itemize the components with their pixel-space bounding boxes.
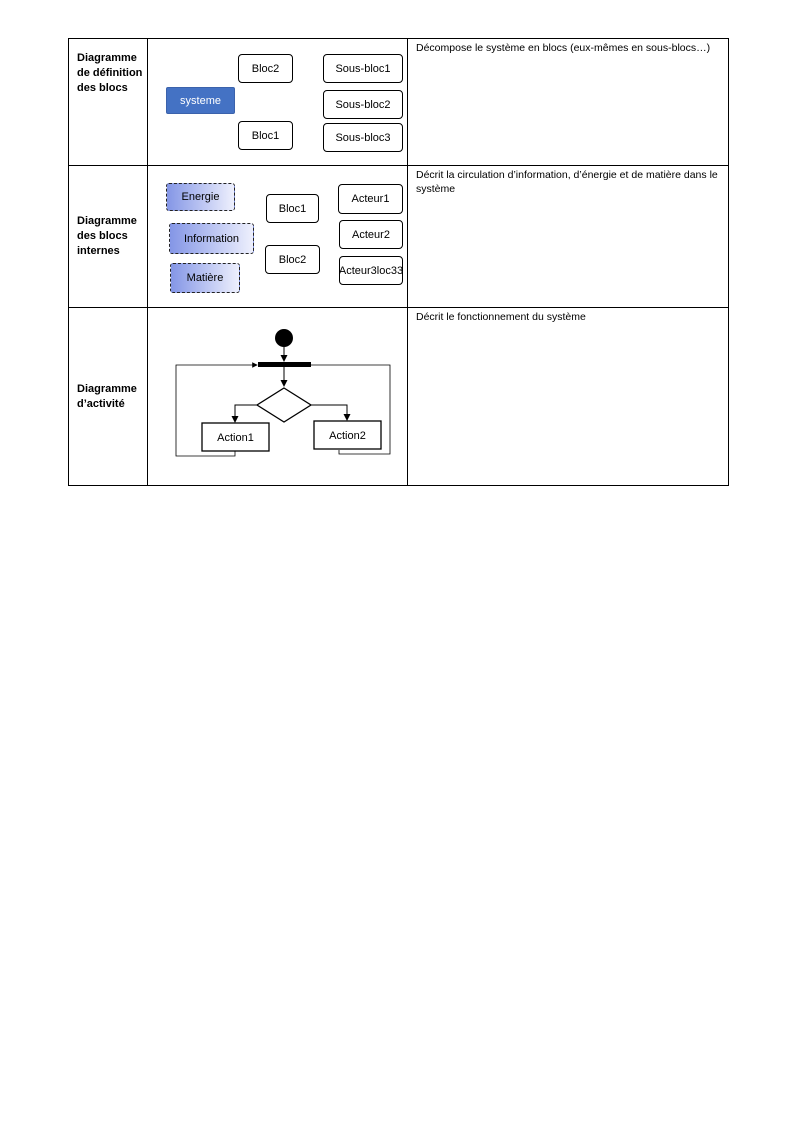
description-cell: Décrit la circulation d’information, d’é… [407, 165, 729, 308]
subblock-1: Sous-bloc1 [323, 54, 403, 83]
action-1 [201, 422, 270, 452]
row-description: Décrit le fonctionnement du système [416, 311, 586, 323]
flow-arrow [311, 404, 351, 421]
row-name: Diagramme d’activité [77, 382, 137, 410]
fork-bar [258, 362, 311, 367]
block-definition-diagram: systeme Bloc2 Bloc1 Sous-bloc1 Sous-bloc… [147, 38, 408, 166]
initial-node [275, 329, 293, 347]
activity-diagram-graphic: Action1 Action2 [175, 329, 391, 457]
row-name: Diagramme des blocs internes [77, 215, 137, 257]
decision-node [255, 387, 313, 423]
flow-matiere: Matière [170, 263, 240, 293]
diagram-table: Diagramme de définition des blocs system… [68, 38, 729, 486]
activity-diagram: Action1 Action2 [147, 307, 408, 486]
row-name-cell: Diagramme d’activité [68, 307, 148, 486]
row-name: Diagramme de définition des blocs [77, 52, 143, 94]
row-description: Décrit la circulation d’information, d’é… [416, 169, 718, 195]
flow-energie: Energie [166, 183, 235, 211]
description-cell: Décompose le système en blocs (eux-mêmes… [407, 38, 729, 166]
flow-information: Information [169, 223, 254, 254]
row-description: Décompose le système en blocs (eux-mêmes… [416, 42, 711, 54]
loop-flow [311, 364, 391, 455]
row-name-cell: Diagramme de définition des blocs [68, 38, 148, 166]
action-1-label: Action1 [217, 432, 254, 444]
row-name-cell: Diagramme des blocs internes [68, 165, 148, 308]
internal-block-diagram: Energie Information Matière Bloc1 Bloc2 … [147, 165, 408, 308]
subblock-3: Sous-bloc3 [323, 123, 403, 152]
actor-2: Acteur2 [339, 220, 403, 249]
block-bloc1: Bloc1 [266, 194, 319, 223]
actor-1: Acteur1 [338, 184, 403, 214]
action-2-label: Action2 [329, 430, 366, 442]
actor-3: Acteur3loc33 [339, 256, 403, 285]
block-systeme: systeme [166, 87, 235, 114]
flow-arrow [231, 404, 257, 423]
block-bloc2: Bloc2 [238, 54, 293, 83]
block-bloc1: Bloc1 [238, 121, 293, 150]
block-bloc2: Bloc2 [265, 245, 320, 274]
loop-flow [175, 362, 258, 457]
table-row: Diagramme d’activité Action1 [68, 307, 729, 486]
table-row: Diagramme des blocs internes Energie Inf… [68, 165, 729, 308]
subblock-2: Sous-bloc2 [323, 90, 403, 119]
table-row: Diagramme de définition des blocs system… [68, 38, 729, 166]
action-2 [313, 420, 382, 450]
description-cell: Décrit le fonctionnement du système [407, 307, 729, 486]
